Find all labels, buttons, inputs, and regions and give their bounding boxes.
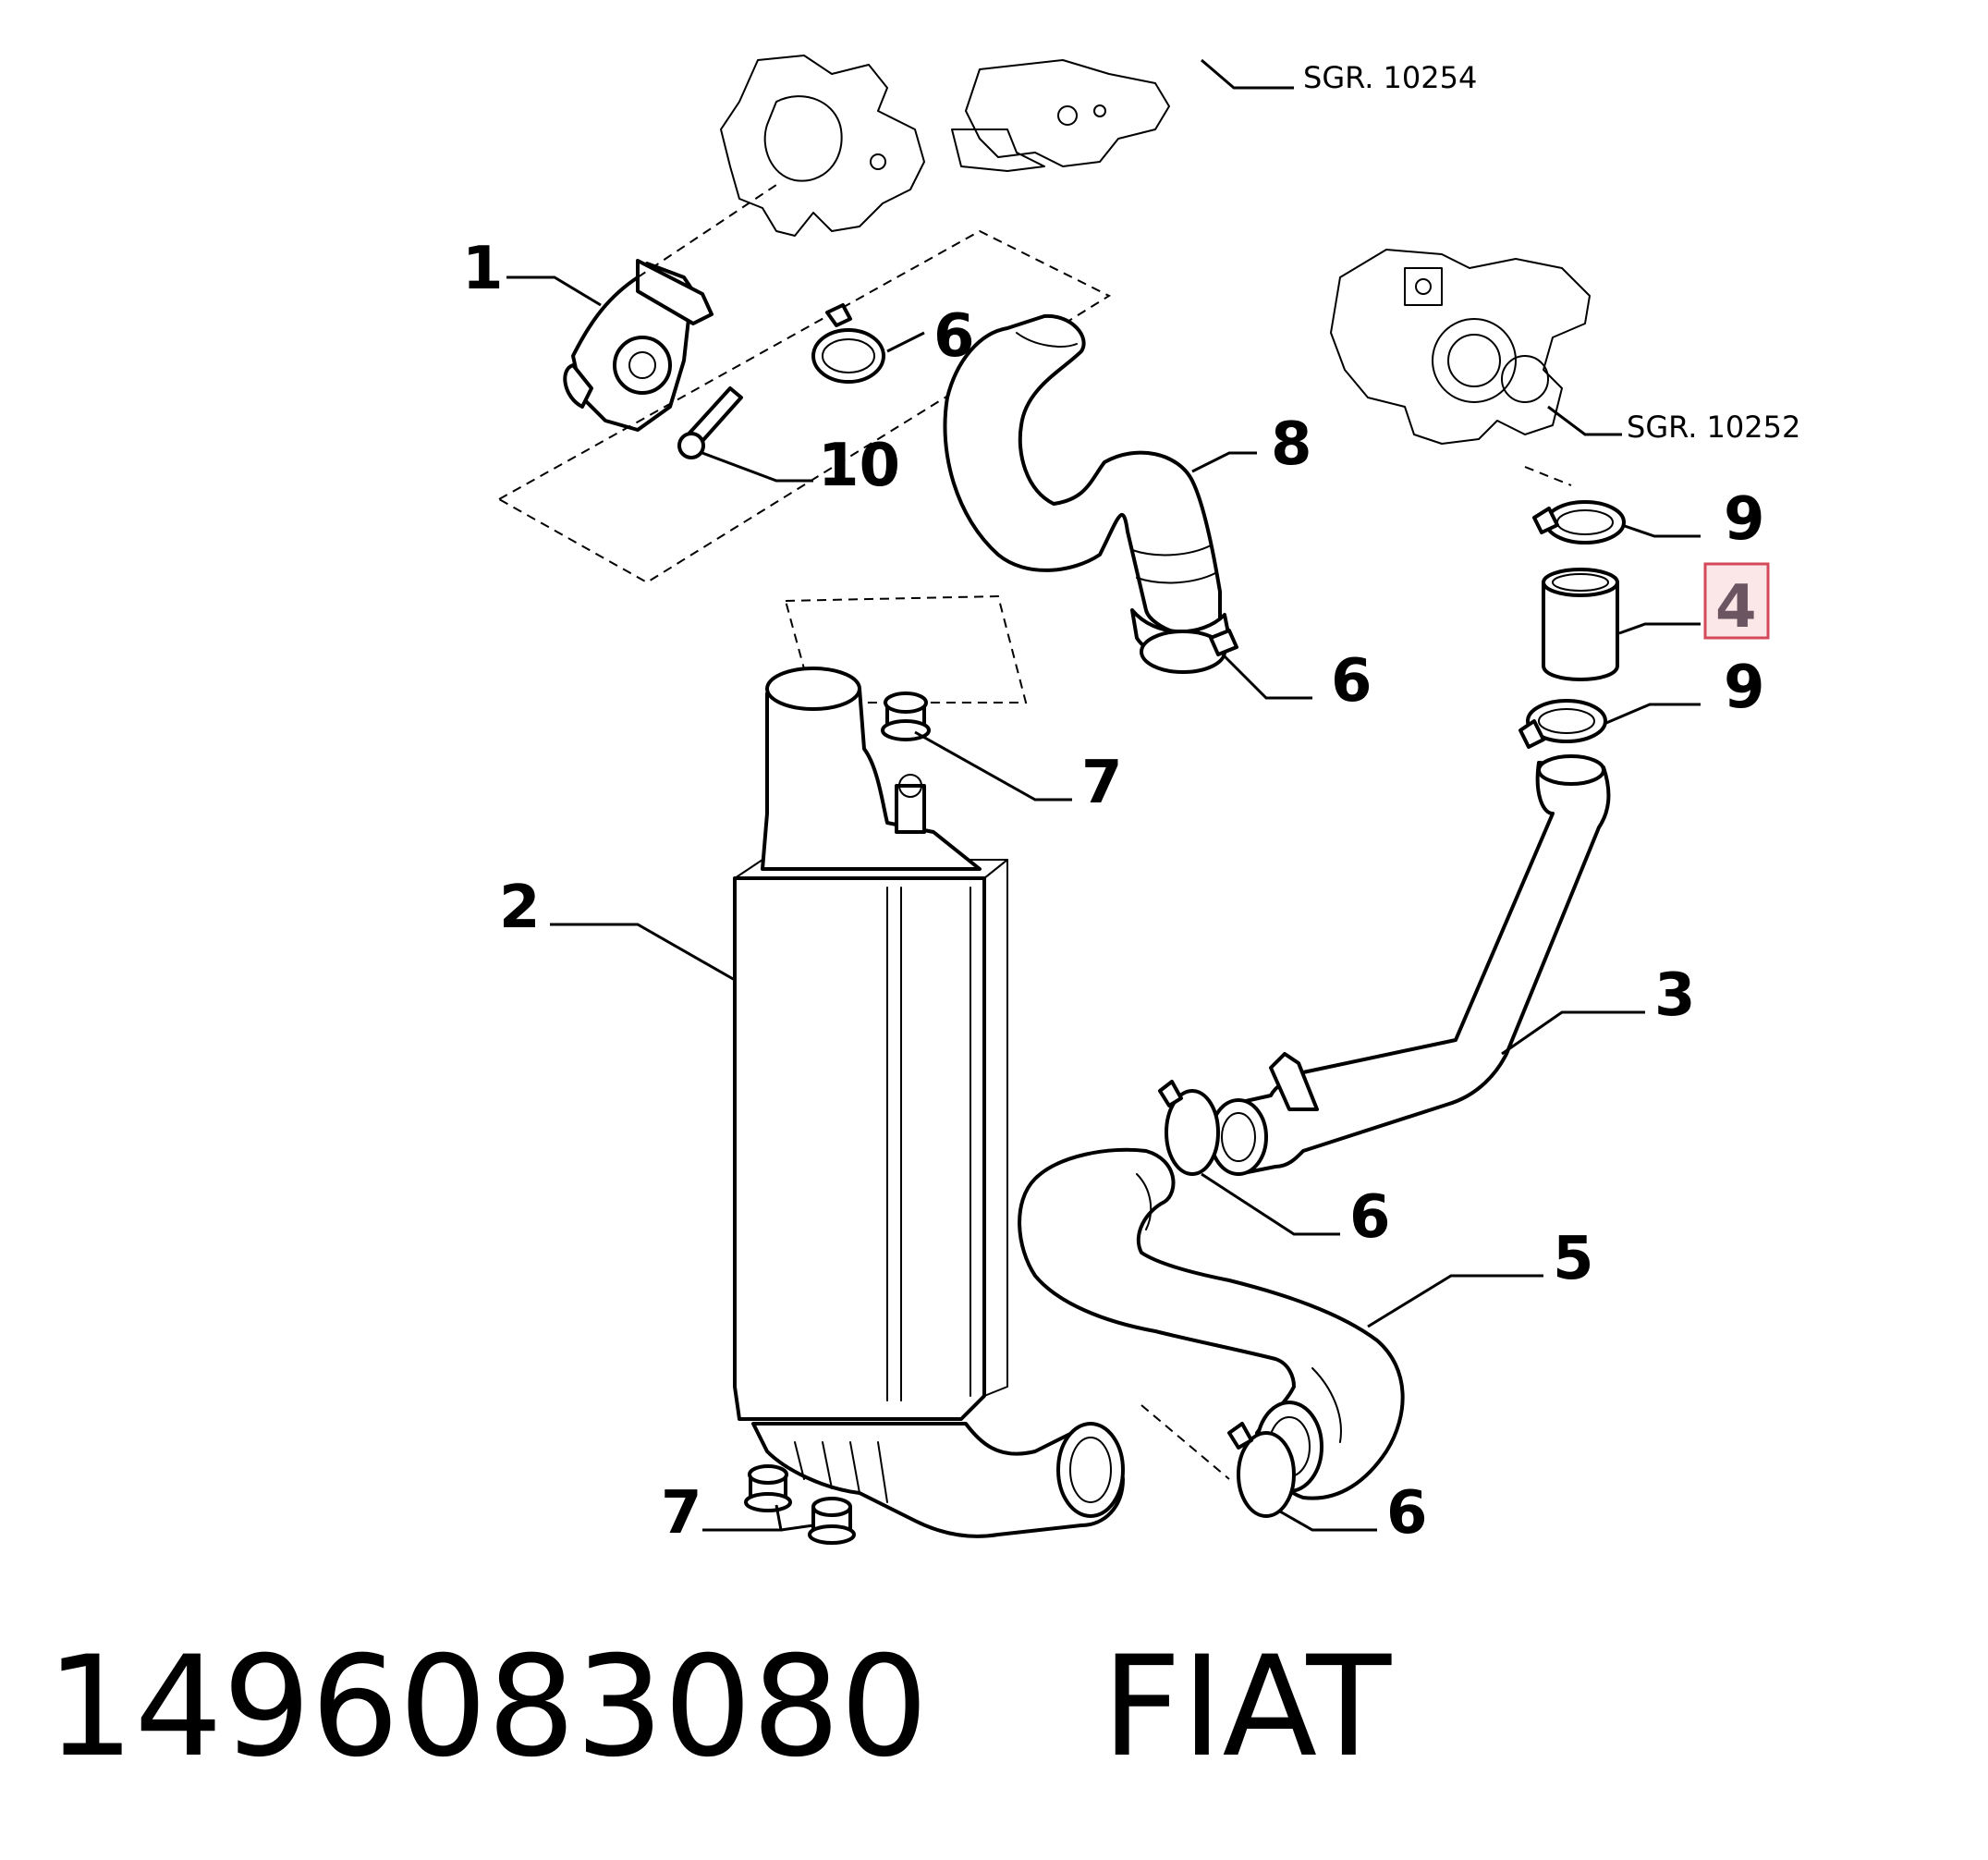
footer-caption: 1496083080 FIAT [46, 1627, 1391, 1788]
part-2-intercooler [733, 667, 1125, 1538]
callout-8: 8 [1271, 410, 1312, 479]
callout-6-top: 6 [933, 302, 975, 371]
group-frame-throttle [496, 229, 1112, 584]
part-7-grommet-bottom-left [744, 1464, 792, 1512]
leader-1 [506, 275, 602, 307]
brand-name: FIAT [1102, 1627, 1392, 1788]
callout-9-upper: 9 [1724, 485, 1765, 554]
turbocharger-outline [1330, 249, 1591, 445]
part-7-grommet-top [881, 691, 931, 741]
leader-6d [1279, 1510, 1377, 1532]
part-10-bolt [677, 386, 743, 459]
leader-ref-top [1201, 58, 1294, 90]
part-6-clamp-top [811, 303, 885, 384]
callout-6-middle: 6 [1331, 647, 1372, 716]
callout-4: 4 [1715, 573, 1757, 642]
highlight-box [1703, 562, 1770, 640]
leader-10 [701, 451, 813, 483]
callout-7-top: 7 [1081, 749, 1123, 817]
leader-6c [1201, 1172, 1340, 1236]
callout-5: 5 [1553, 1225, 1594, 1293]
assembly-line-turbo [1524, 466, 1572, 486]
callout-6-lower-middle: 6 [1349, 1183, 1391, 1252]
leader-4 [1618, 622, 1701, 635]
leader-7a [914, 730, 1072, 802]
callout-7-bottom: 7 [661, 1479, 702, 1548]
leader-2 [550, 923, 736, 982]
assembly-line-bottom [1140, 1404, 1230, 1480]
leader-6b [1223, 655, 1312, 700]
part-6-clamp-middle [1140, 629, 1238, 674]
callout-9-lower: 9 [1724, 654, 1765, 722]
part-8-hose [943, 313, 1231, 659]
part-3-pipe [1209, 754, 1611, 1176]
part-1-throttle-body [563, 259, 713, 432]
callout-3: 3 [1654, 961, 1696, 1030]
part-9-clamp-upper [1532, 500, 1626, 545]
leader-5 [1367, 1274, 1543, 1328]
ref-label-turbo: SGR. 10252 [1627, 410, 1800, 445]
leader-8 [1191, 451, 1257, 473]
callout-6-bottom: 6 [1386, 1479, 1428, 1548]
callout-1: 1 [462, 235, 504, 303]
part-6-clamp-bottom [1227, 1422, 1296, 1518]
ref-label-top: SGR. 10254 [1303, 60, 1477, 95]
callout-10: 10 [818, 432, 900, 500]
leader-6a [886, 331, 925, 353]
leader-9b [1605, 703, 1701, 725]
part-7-grommet-bottom-right [808, 1497, 856, 1545]
part-9-clamp-lower [1518, 699, 1607, 749]
leader-9a [1621, 523, 1701, 538]
leader-3 [1501, 1010, 1645, 1056]
part-number: 1496083080 [46, 1627, 929, 1788]
assembly-line-throttle [637, 184, 777, 278]
engine-block-outline [720, 55, 1170, 237]
part-6-clamp-lower-middle [1158, 1080, 1220, 1176]
leader-7b-branch [780, 1523, 814, 1532]
callout-2: 2 [499, 874, 541, 942]
part-4-sleeve [1542, 568, 1619, 681]
leader-ref-turbo [1547, 405, 1622, 436]
